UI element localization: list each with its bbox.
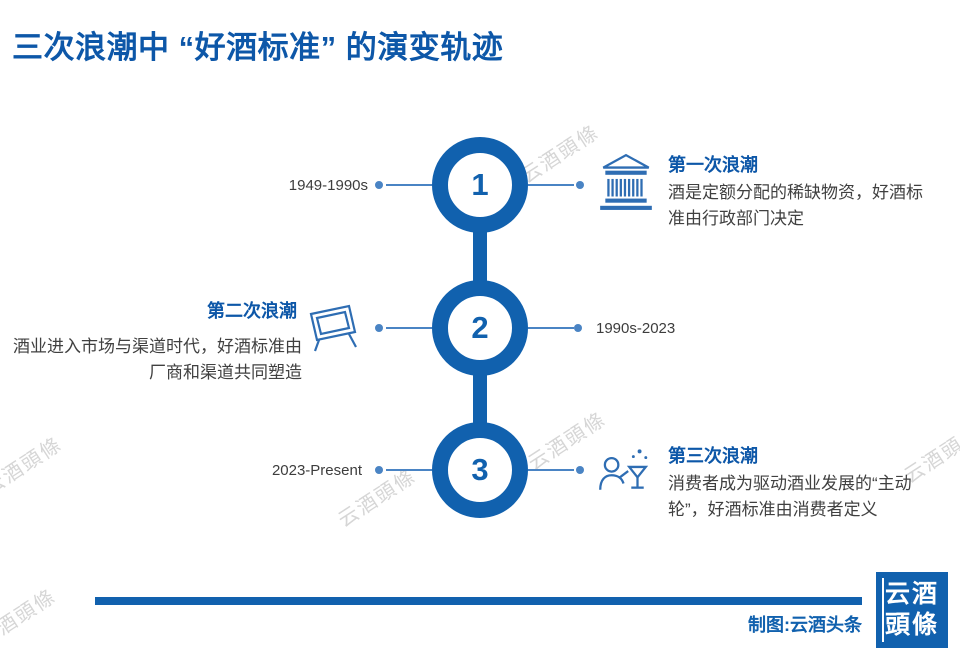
page-title: 三次浪潮中 “好酒标准” 的演变轨迹	[12, 30, 504, 65]
node1-left-connector-line	[386, 184, 432, 186]
node2-right-connector-dot	[574, 324, 582, 332]
node3-right-connector-dot	[576, 466, 584, 474]
watermark: 云酒頭條	[0, 433, 67, 500]
watermark: 云酒頭條	[0, 585, 61, 652]
node2-description: 酒业进入市场与渠道时代，好酒标准由厂商和渠道共同塑造	[13, 337, 302, 383]
brand-logo-line2: 頭條	[884, 611, 939, 639]
node1-date-label: 1949-1990s	[288, 177, 368, 194]
node2-left-connector-dot	[375, 324, 383, 332]
node3-right-connector-line	[528, 469, 574, 471]
market-sign-icon	[305, 299, 363, 360]
node3-heading: 第三次浪潮	[668, 446, 758, 466]
brand-logo: 云酒 頭條	[876, 572, 948, 648]
footer-divider	[95, 597, 862, 605]
node1-description: 酒是定额分配的稀缺物资，好酒标准由行政部门决定	[668, 183, 923, 229]
watermark: 云酒頭條	[517, 121, 604, 188]
timeline-node-1: 1	[432, 137, 528, 233]
credit-text: 制图:云酒头条	[748, 615, 862, 635]
node3-description: 消费者成为驱动酒业发展的“主动轮”，好酒标准由消费者定义	[668, 474, 912, 520]
node2-heading: 第二次浪潮	[207, 301, 297, 321]
node1-heading: 第一次浪潮	[668, 155, 758, 175]
node1-right-connector-dot	[576, 181, 584, 189]
timeline-node-3: 3	[432, 422, 528, 518]
brand-logo-stripe	[882, 578, 884, 642]
node2-left-connector-line	[386, 327, 432, 329]
consumer-icon	[594, 440, 652, 503]
timeline-node-2: 2	[432, 280, 528, 376]
node2-date-label: 1990s-2023	[596, 320, 676, 337]
government-building-icon	[596, 150, 656, 217]
node1-right-connector-line	[528, 184, 574, 186]
node3-date-label: 2023-Present	[271, 462, 362, 479]
node3-left-connector-dot	[375, 466, 383, 474]
brand-logo-line1: 云酒	[884, 579, 939, 608]
node3-left-connector-line	[386, 469, 432, 471]
node2-right-connector-line	[528, 327, 574, 329]
node1-left-connector-dot	[375, 181, 383, 189]
